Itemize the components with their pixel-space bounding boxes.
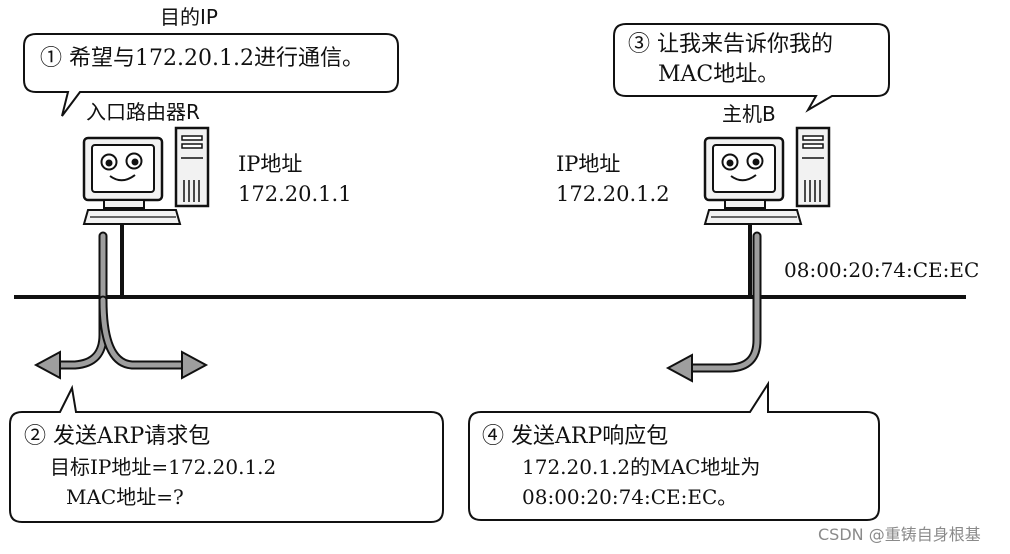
host-ip-title: IP地址 [556,152,621,176]
bubble-step4-line3: 08:00:20:74:CE:EC。 [522,485,738,509]
arp-reply-arrow [685,231,762,373]
router-ip-value: 172.20.1.1 [238,182,352,206]
bubble-step3-line2: MAC地址。 [658,62,780,87]
bubble-step2-line1: ② 发送ARP请求包 [24,424,211,449]
arrow-head-right [181,350,209,380]
router-name: 入口路由器R [86,100,200,124]
host-computer [703,126,831,226]
bubble-step4-line2: 172.20.1.2的MAC地址为 [522,455,761,479]
dest-ip-label: 目的IP [160,5,218,29]
bubble-step3-line1: ③ 让我来告诉你我的 [628,32,833,57]
watermark: CSDN @重铸自身根基 [818,525,981,544]
arp-request-arrow [50,231,190,370]
bubble-step2-line3: MAC地址=? [66,485,184,509]
bubble-step2-line2: 目标IP地址=172.20.1.2 [50,455,277,479]
router-computer [82,126,210,226]
host-mac-value: 08:00:20:74:CE:EC [784,258,980,282]
bubble-step3 [613,23,890,113]
bubble-step4 [468,380,880,521]
bubble-step1-text: ① 希望与172.20.1.2进行通信。 [40,46,364,71]
arrow-head-left [33,350,61,380]
bubble-step2 [9,384,444,523]
bubble-step4-line1: ④ 发送ARP响应包 [482,424,669,449]
host-name: 主机B [722,102,776,126]
bubble-step1 [23,33,399,117]
router-ip-title: IP地址 [238,152,303,176]
reply-arrow-head [665,353,693,383]
host-ip-value: 172.20.1.2 [556,182,670,206]
